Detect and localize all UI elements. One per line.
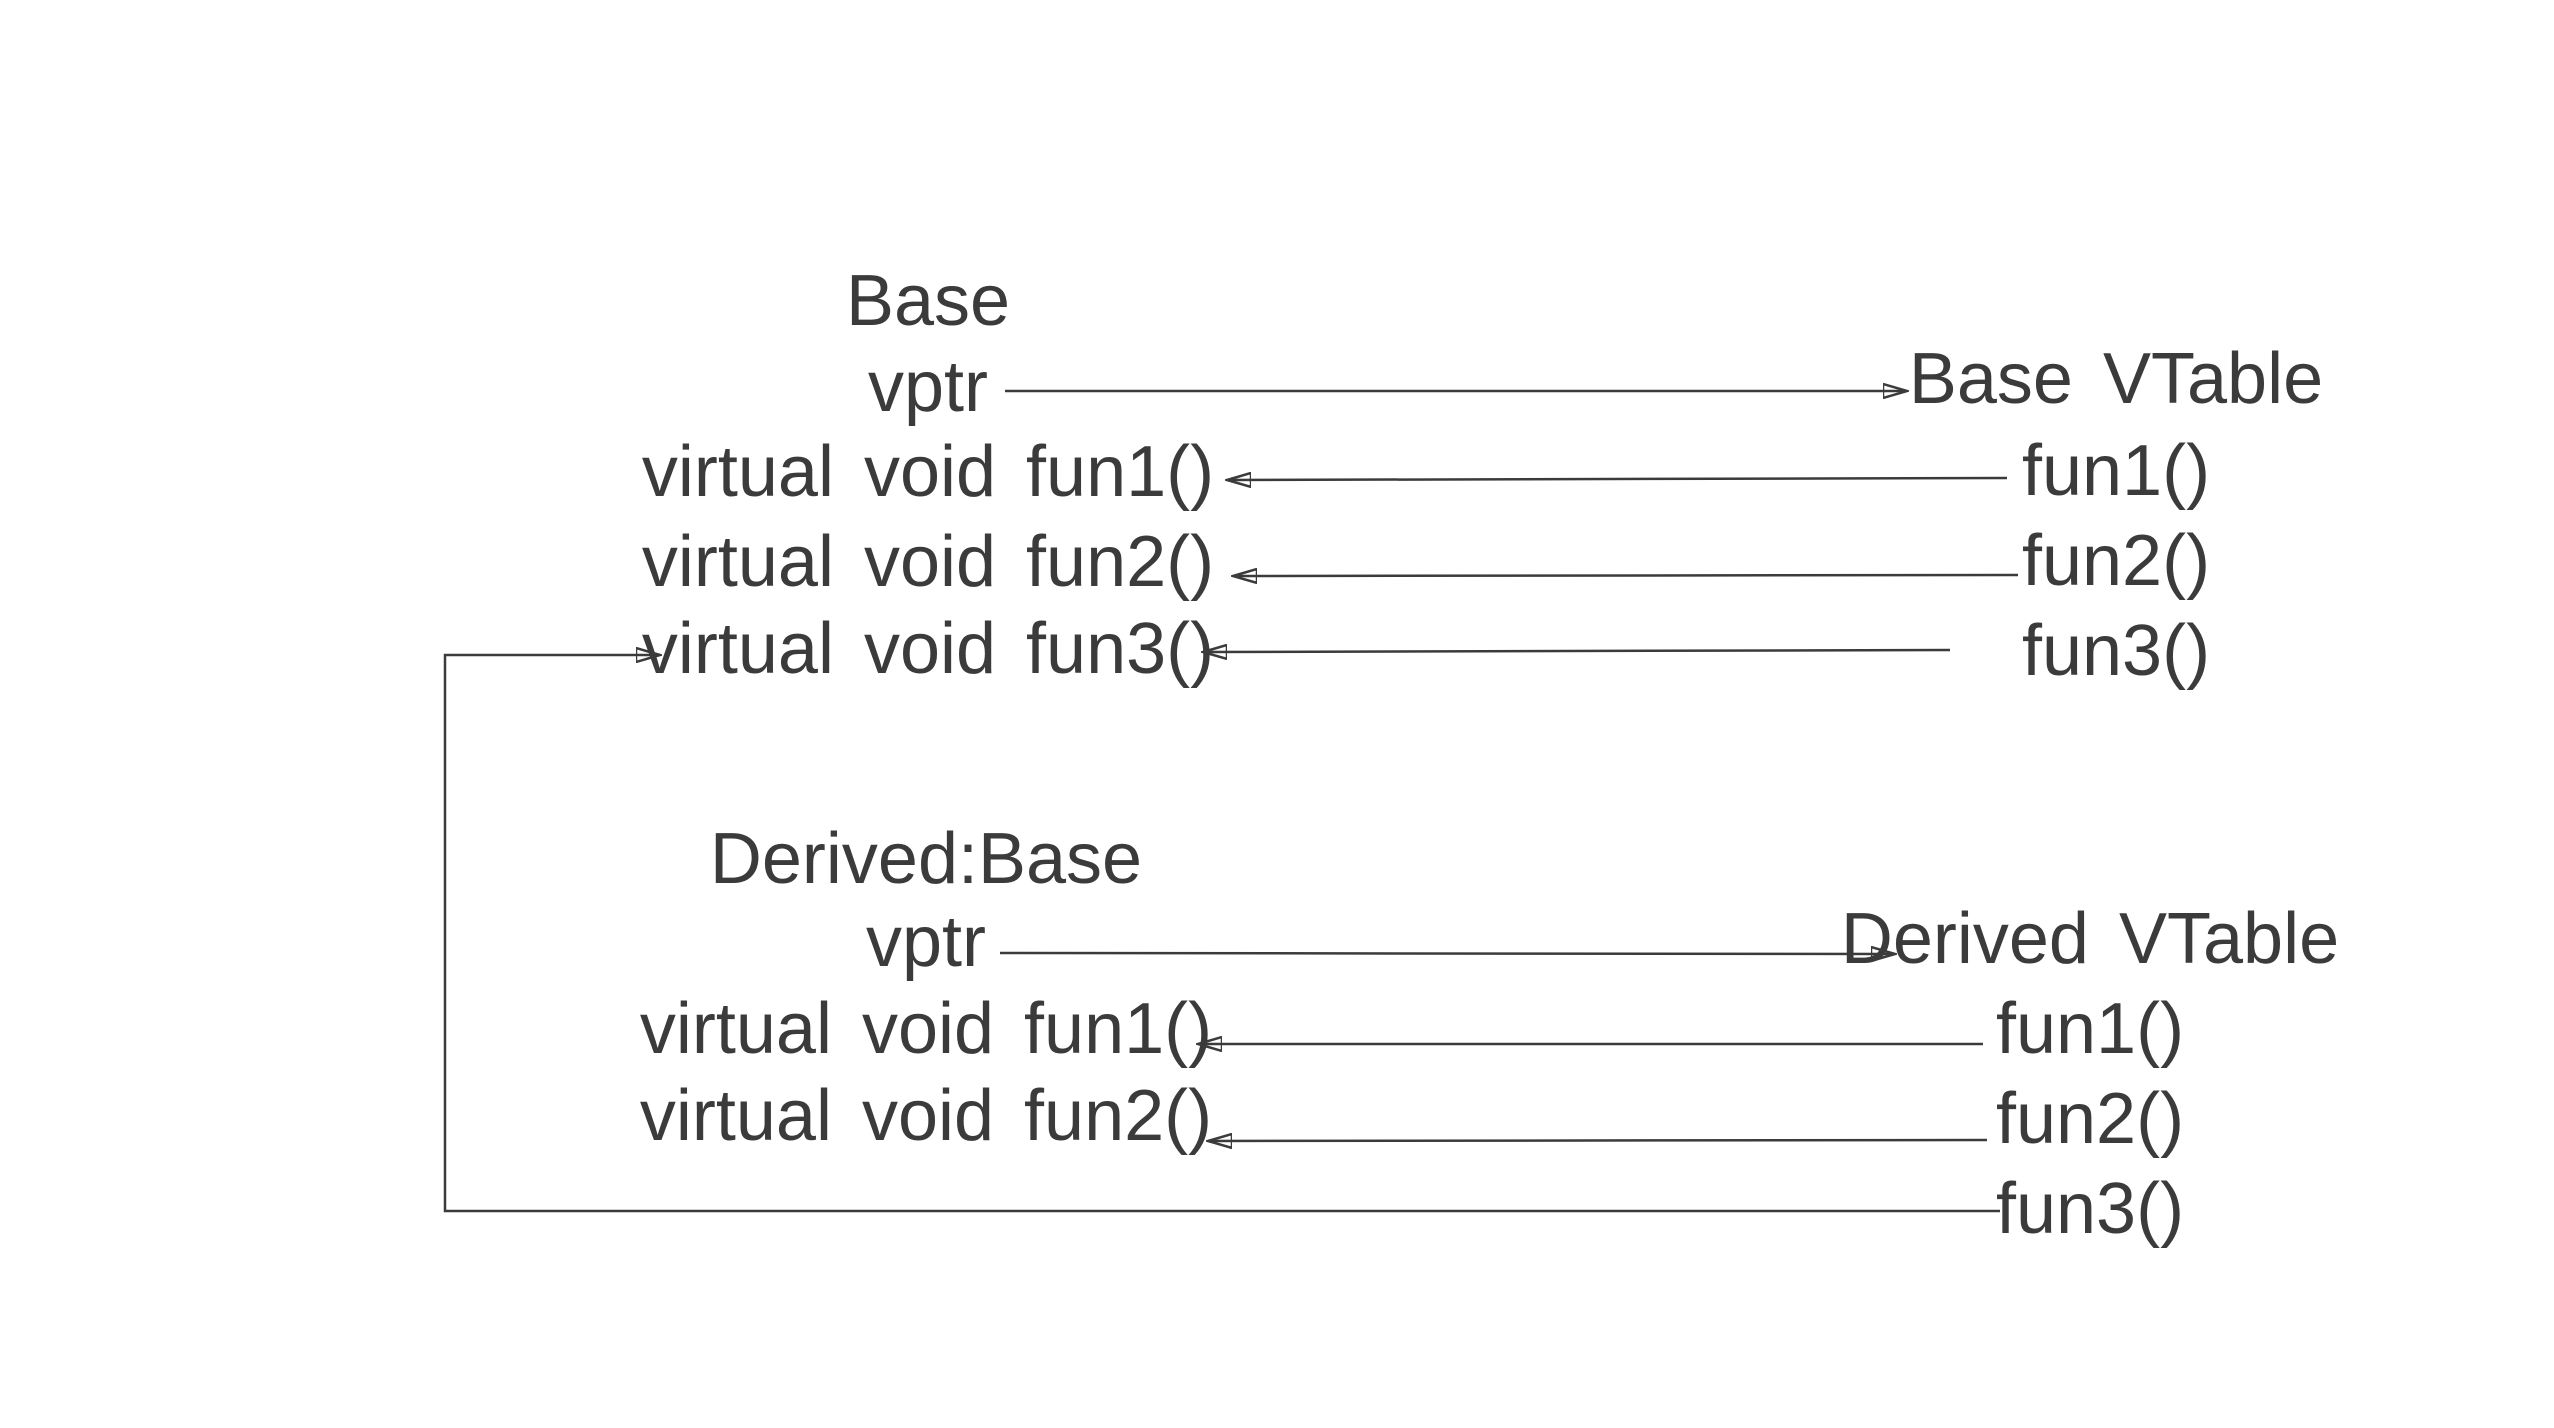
derived-class-vptr: vptr [865,902,987,982]
derived-vtable-fun1: fun1() [1995,989,2185,1069]
base-class-vptr: vptr [867,347,989,427]
base-class-title: Base [845,261,1011,341]
base-vtable-title: Base VTable [1908,339,2324,419]
derived-class-title: Derived:Base [709,819,1143,899]
derived-vtable-title: Derived VTable [1840,899,2340,979]
derived-class-fun1: virtual void fun1() [639,989,1213,1069]
base-class-fun2: virtual void fun2() [641,522,1215,602]
derived-vtable-fun2: fun2() [1995,1079,2185,1159]
base-vtable-fun1: fun1() [2021,431,2211,511]
base-vtable-fun2: fun2() [2021,521,2211,601]
derived-vtable-fun3: fun3() [1995,1169,2185,1249]
base-class-fun3: virtual void fun3() [641,609,1215,689]
base-vtable-fun3: fun3() [2021,611,2211,691]
base-class-fun1: virtual void fun1() [641,432,1215,512]
derived-class-fun2: virtual void fun2() [639,1076,1213,1156]
